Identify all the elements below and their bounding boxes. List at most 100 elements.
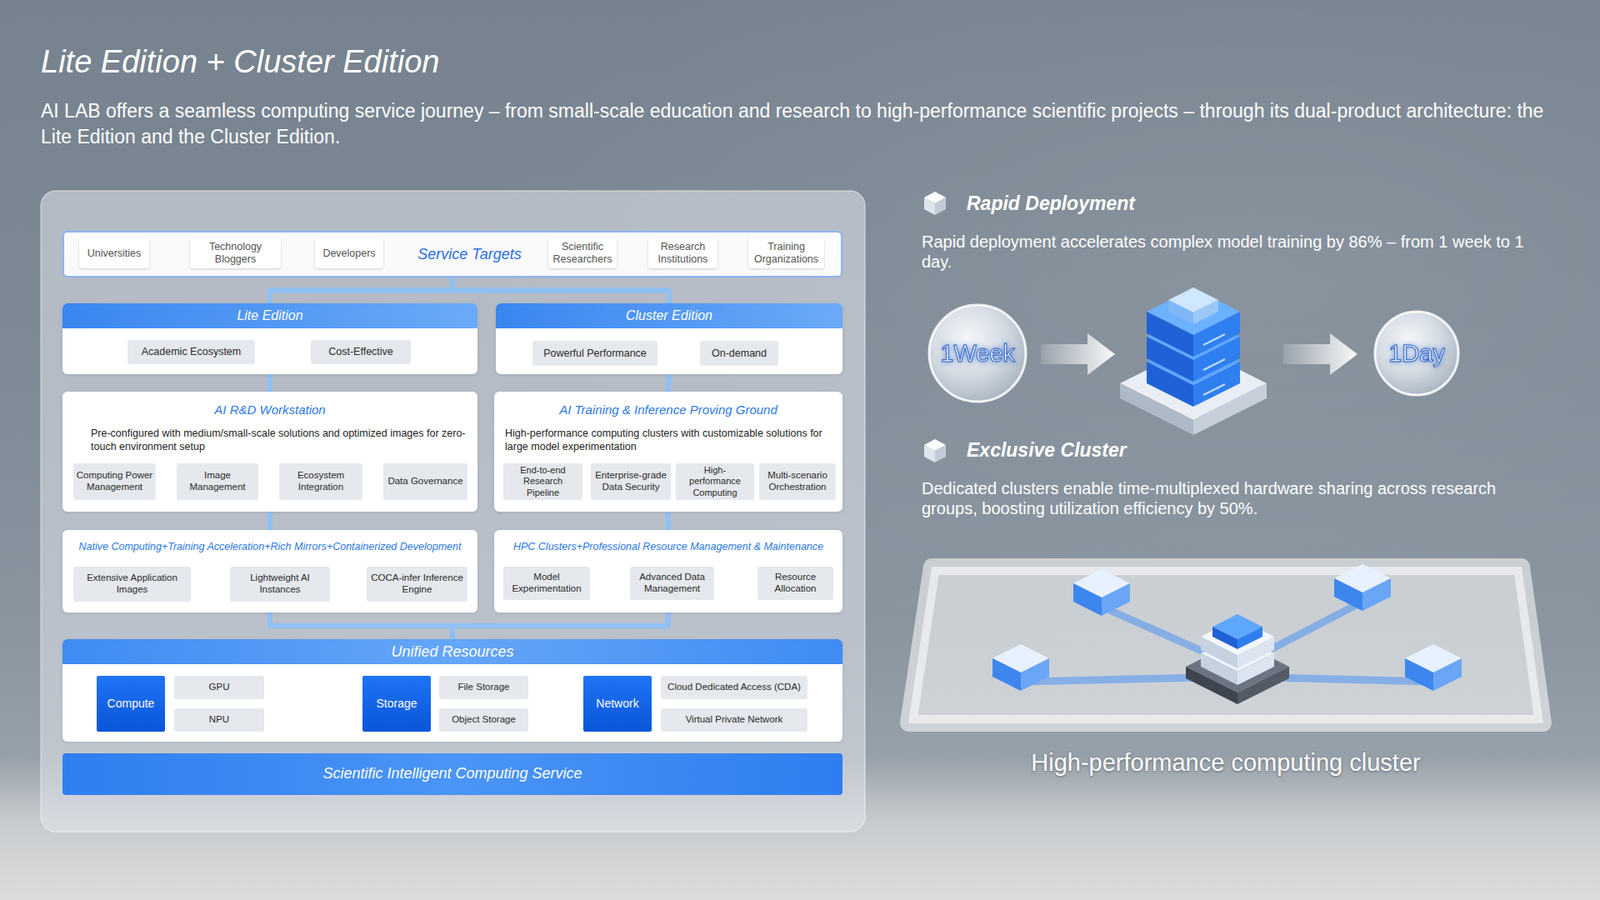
box-heading: HPC Clusters+Professional Resource Manag…	[499, 540, 838, 555]
cluster-illustration	[908, 564, 1544, 724]
capability-box: HPC Clusters+Professional Resource Manag…	[494, 530, 843, 613]
page-title: Lite Edition + Cluster Edition	[40, 43, 440, 80]
capability-box: Native Computing+Training Acceleration+R…	[62, 530, 478, 613]
box-label: Cost-Effective	[313, 345, 409, 359]
box-label: Virtual Private Network	[663, 714, 805, 726]
box-label: Object Storage	[441, 714, 526, 726]
connector-line	[665, 511, 671, 530]
feature-chip: GPU	[174, 675, 265, 700]
time-circle: 1Week	[926, 302, 1029, 405]
box-label: Universities	[81, 247, 147, 260]
box-label: Model Experimentation	[505, 571, 588, 595]
feature-chip: Image Management	[176, 463, 259, 500]
box-label: End-to-end Research Pipeline	[505, 465, 580, 499]
feature-chip: Cost-Effective	[310, 340, 411, 365]
cube-icon	[924, 439, 946, 463]
box-label: Network	[585, 696, 650, 711]
feature-chip: File Storage	[439, 675, 529, 700]
box-label: Advanced Data Management	[632, 571, 712, 595]
resource-type-box: Compute	[96, 675, 165, 732]
box-heading: Cluster Edition	[495, 303, 843, 329]
box-label: GPU	[176, 681, 262, 694]
box-label: Storage	[365, 696, 429, 711]
feature-chip: Model Experimentation	[503, 566, 590, 600]
resource-type-box: Storage	[362, 675, 431, 732]
feature-heading: Exclusive Cluster	[966, 437, 1384, 463]
feature-chip: COCA-infer Inference Engine	[366, 566, 468, 602]
feature-heading: Rapid Deployment	[966, 190, 1384, 216]
box-label: COCA-infer Inference Engine	[369, 572, 465, 596]
box-label: Computing Power Management	[75, 470, 154, 494]
cube-icon	[924, 191, 946, 215]
box-heading: Lite Edition	[62, 303, 478, 329]
target-chip: Training Organizations	[748, 238, 825, 269]
block-arrow	[1283, 333, 1358, 375]
box-label: File Storage	[441, 681, 526, 694]
feature-chip: Powerful Performance	[532, 340, 658, 366]
box-label: Powerful Performance	[535, 347, 655, 360]
box-label: Compute	[99, 696, 163, 711]
feature-chip: Multi-scenario Orchestration	[759, 463, 836, 500]
server-illustration	[1120, 287, 1267, 435]
box-description: High-performance computing clusters with…	[505, 426, 831, 454]
feature-chip: Lightweight AI Instances	[230, 566, 330, 602]
feature-chip: Ecosystem Integration	[279, 463, 363, 500]
box-label: High-performance Computing	[678, 465, 752, 499]
target-chip: Scientific Researchers	[548, 238, 617, 269]
figure-caption: High-performance computing cluster	[900, 747, 1552, 778]
box-label: NPU	[176, 714, 262, 726]
box-label: 1Week	[926, 339, 1029, 369]
box-heading: Native Computing+Training Acceleration+R…	[67, 540, 473, 555]
feature-chip: Resource Allocation	[757, 566, 834, 600]
feature-chip: High-performance Computing	[675, 463, 755, 500]
box-heading: AI Training & Inference Proving Ground	[500, 402, 836, 418]
box-label: 1Day	[1372, 339, 1461, 369]
resource-type-box: Network	[583, 675, 652, 732]
feature-chip: NPU	[174, 708, 265, 732]
connector-line	[452, 612, 669, 640]
feature-text: Rapid deployment accelerates complex mod…	[921, 231, 1540, 272]
edition-box: Cluster EditionPowerful Performance On-de…	[495, 303, 843, 375]
box-label: Lightweight AI Instances	[232, 572, 328, 596]
box-label: Multi-scenario Orchestration	[761, 470, 834, 494]
feature-chip: Advanced Data Management	[630, 566, 715, 600]
connector-line	[668, 374, 670, 392]
feature-text: Dedicated clusters enable time-multiplex…	[921, 478, 1540, 519]
time-circle: 1Day	[1372, 309, 1461, 398]
box-label: Cloud Dedicated Access (CDA)	[663, 681, 805, 694]
feature-chip: Data Governance	[383, 463, 468, 500]
panel-background	[40, 190, 865, 832]
service-band: Scientific Intelligent Computing Service	[62, 753, 843, 795]
service-targets-band: Service TargetsUniversitiesTechnology Bl…	[62, 230, 843, 278]
feature-chip: Enterprise-grade Data Security	[590, 463, 671, 500]
box-label: On-demand	[702, 347, 776, 360]
box-label: Extensive Application Images	[75, 572, 189, 596]
target-chip: Developers	[315, 238, 384, 269]
connector-line	[270, 612, 453, 640]
feature-chip: Computing Power Management	[73, 463, 156, 500]
resources-box: Unified ResourcesCompute GPU NPU Storage Fil…	[62, 639, 843, 742]
box-heading: AI R&D Workstation	[69, 402, 471, 418]
box-label: Academic Ecosystem	[130, 345, 253, 359]
box-label: Data Governance	[385, 475, 465, 488]
connector-line	[452, 277, 670, 304]
target-chip: Research Institutions	[648, 238, 718, 269]
product-card: AI R&D WorkstationPre-configured with me…	[62, 391, 478, 512]
product-card: AI Training & Inference Proving GroundHi…	[494, 391, 843, 512]
connector-line	[267, 511, 273, 530]
feature-chip: Academic Ecosystem	[127, 340, 255, 365]
box-label: Image Management	[179, 470, 256, 494]
feature-chip: Cloud Dedicated Access (CDA)	[660, 675, 808, 700]
box-label: Scientific Intelligent Computing Service	[62, 765, 843, 784]
box-description: Pre-configured with medium/small-scale s…	[90, 426, 466, 454]
connector-line	[270, 277, 453, 304]
subtitle: AI LAB offers a seamless computing servi…	[40, 98, 1566, 150]
feature-chip: Object Storage	[439, 708, 529, 732]
box-heading: Service Targets	[393, 232, 546, 276]
connector-line	[267, 374, 273, 392]
box-label: Ecosystem Integration	[281, 470, 360, 494]
box-heading: Unified Resources	[62, 639, 843, 665]
box-label: Training Organizations	[750, 240, 822, 266]
edition-box: Lite EditionAcademic Ecosystem Cost-Effec…	[62, 303, 478, 375]
box-label: Research Institutions	[650, 240, 715, 266]
